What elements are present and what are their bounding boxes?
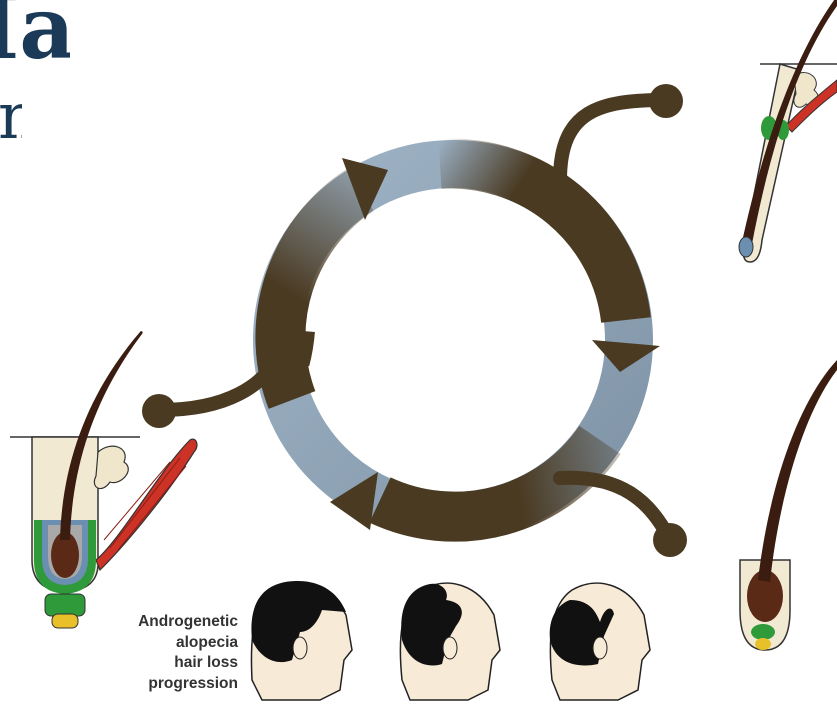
head-stage-1 [251,581,352,700]
alopecia-caption: Androgenetic alopecia hair loss progress… [96,612,238,694]
connector-top-right [560,84,683,180]
anagen-follicle-illustration [10,331,197,628]
head-stage-3 [550,583,650,700]
head-stage-2 [400,583,500,700]
catagen-follicle-illustration [739,0,837,262]
caption-line-2: alopecia [96,633,238,654]
cycle-ring [277,164,629,517]
caption-line-4: progression [96,674,238,695]
caption-line-3: hair loss [96,653,238,674]
caption-line-1: Androgenetic [96,612,238,633]
telogen-follicle-illustration [740,360,837,650]
